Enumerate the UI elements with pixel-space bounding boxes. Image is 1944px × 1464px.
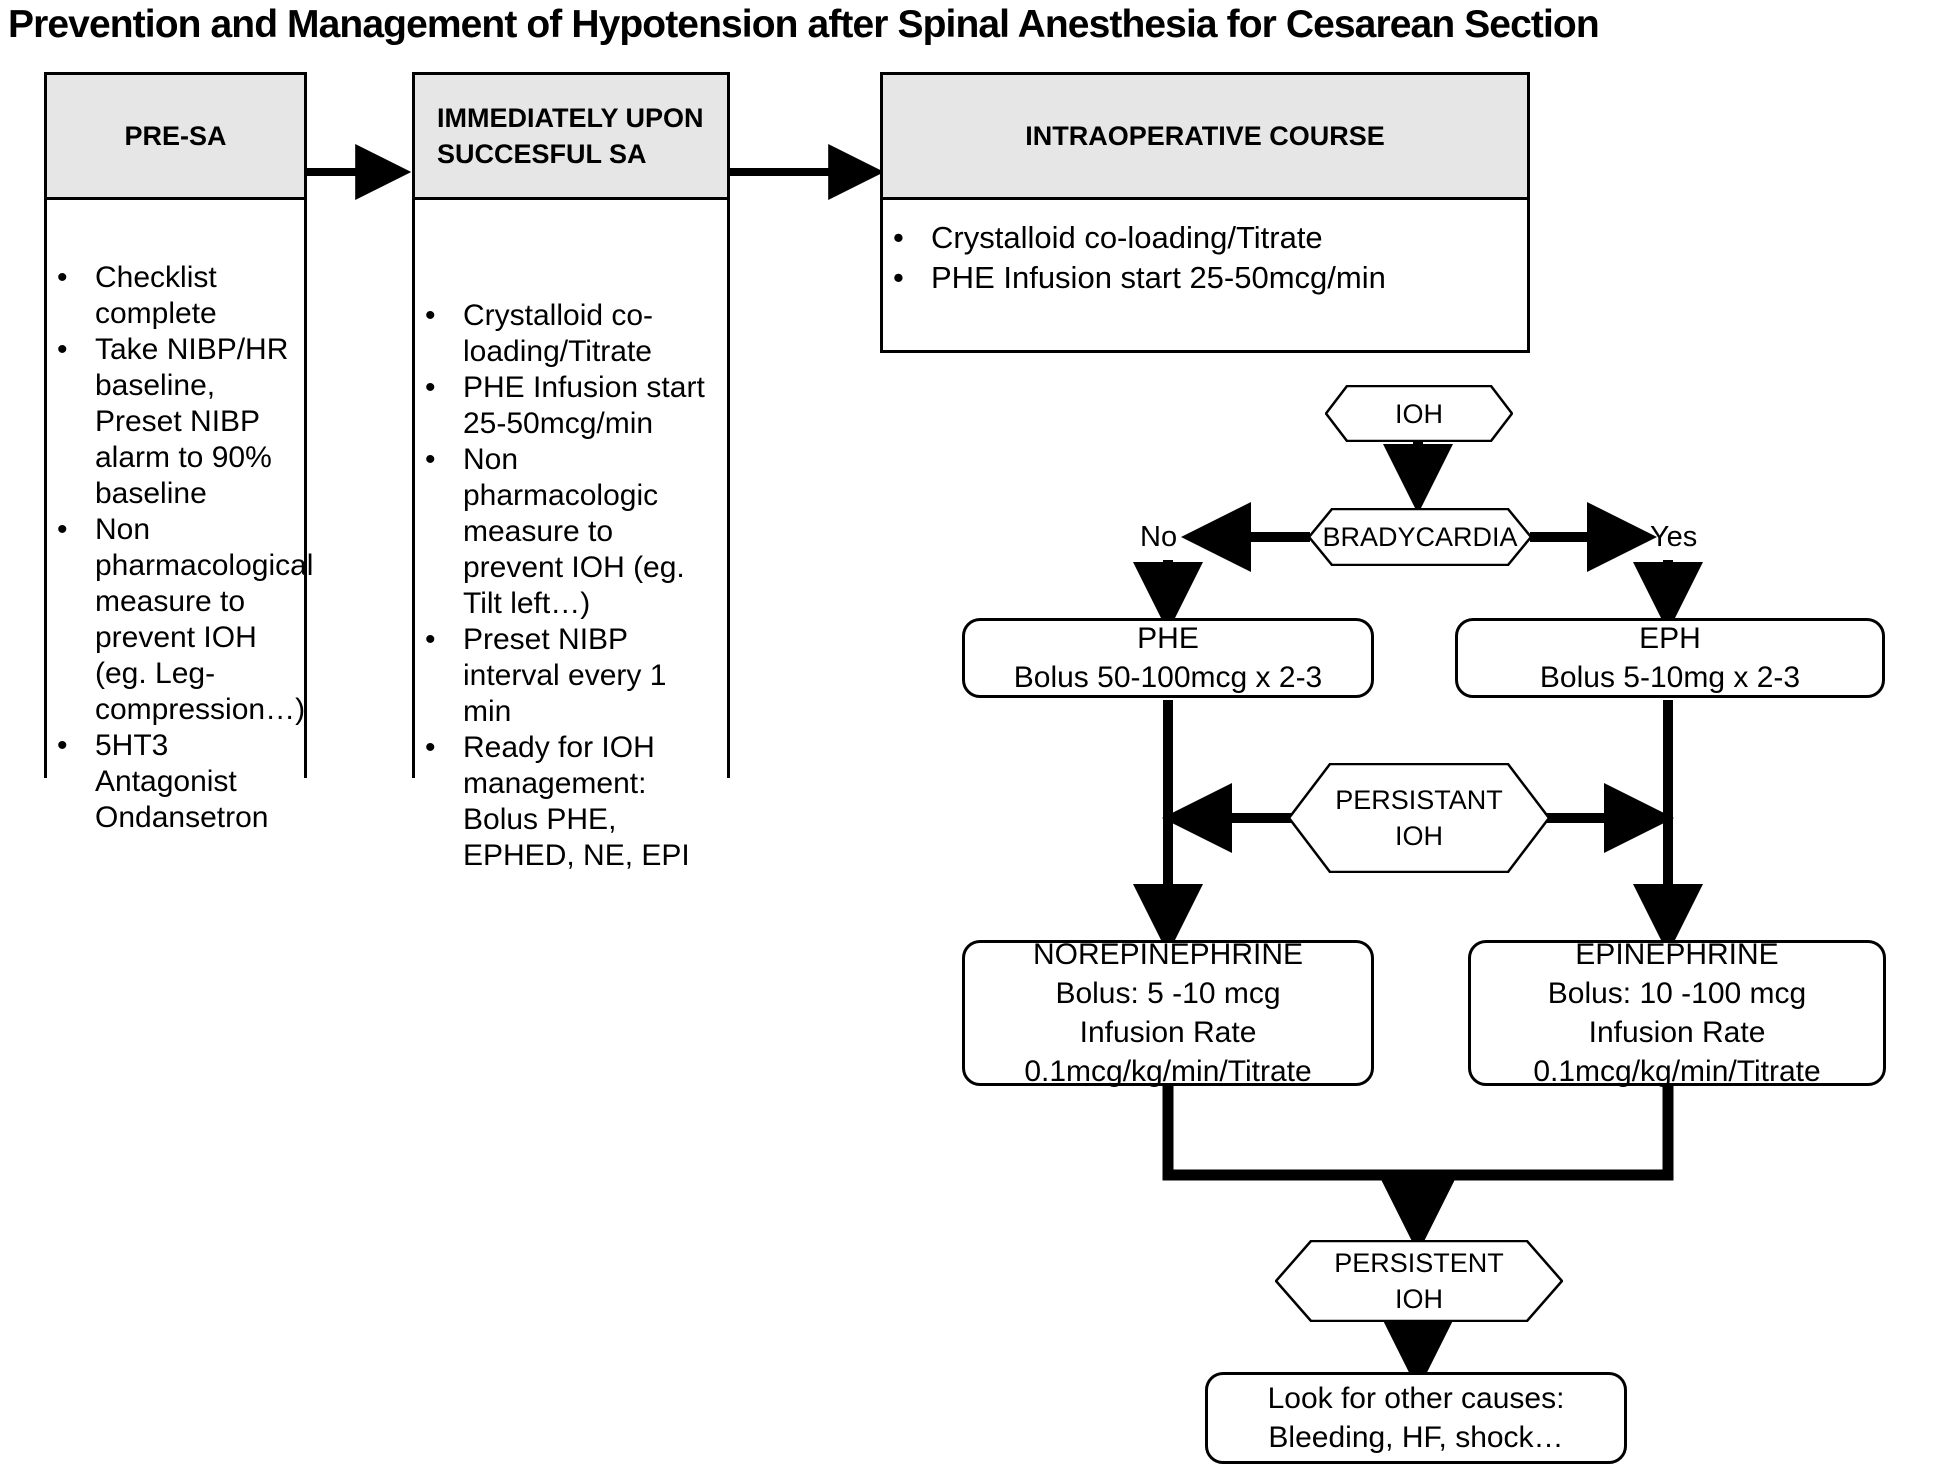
node-persistent-ioh-final: PERSISTENT IOH — [1275, 1240, 1563, 1322]
hexagon-shape — [1325, 385, 1513, 442]
edge-label-yes: Yes — [1650, 521, 1698, 553]
list-item: PHE Infusion start 25-50mcg/min — [415, 370, 719, 442]
list-item: 5HT3 Antagonist Ondansetron — [47, 728, 298, 836]
node-persistant-ioh-line2: IOH — [1394, 821, 1443, 851]
node-eph-line1: EPH — [1639, 622, 1701, 655]
node-epinephrine-line4: 0.1mcg/kg/min/Titrate — [1533, 1055, 1821, 1088]
node-epinephrine-line2: Bolus: 10 -100 mcg — [1547, 977, 1807, 1010]
intraoperative-body: Crystalloid co-loading/Titrate PHE Infus… — [883, 200, 1527, 298]
list-item: Ready for IOH management: Bolus PHE, EPH… — [415, 730, 719, 874]
node-epinephrine: EPINEPHRINE Bolus: 10 -100 mcg Infusion … — [1468, 938, 1886, 1088]
immediately-header: IMMEDIATELY UPON SUCCESFUL SA — [415, 75, 727, 200]
node-phe: PHE Bolus 50-100mcg x 2-3 — [962, 618, 1374, 698]
node-persistant-ioh-line1: PERSISTANT — [1335, 785, 1503, 815]
list-item: Non pharmacologic measure to prevent IOH… — [415, 442, 719, 622]
node-other-causes-line2: Bleeding, HF, shock… — [1268, 1421, 1564, 1454]
node-epinephrine-line3: Infusion Rate — [1588, 1016, 1766, 1049]
node-norepinephrine-line4: 0.1mcg/kg/min/Titrate — [1024, 1055, 1312, 1088]
node-ioh: IOH — [1325, 385, 1513, 442]
list-item: Crystalloid co-loading/Titrate — [415, 298, 719, 370]
node-other-causes-line1: Look for other causes: — [1267, 1382, 1565, 1415]
list-item: Checklist complete — [47, 260, 298, 332]
list-item: PHE Infusion start 25-50mcg/min — [883, 258, 1519, 298]
node-eph-line2: Bolus 5-10mg x 2-3 — [1539, 661, 1801, 694]
node-eph: EPH Bolus 5-10mg x 2-3 — [1455, 618, 1885, 698]
node-ioh-label: IOH — [1394, 398, 1443, 429]
column-immediately-upon-successful-sa: IMMEDIATELY UPON SUCCESFUL SA Crystalloi… — [412, 72, 730, 874]
node-phe-line1: PHE — [1137, 622, 1199, 655]
pre-sa-body: Checklist complete Take NIBP/HR baseline… — [47, 200, 313, 836]
column-intraoperative-course: INTRAOPERATIVE COURSE Crystalloid co-loa… — [880, 72, 1530, 353]
hexagon-shape — [1288, 763, 1550, 873]
list-item: Crystalloid co-loading/Titrate — [883, 218, 1519, 258]
node-norepinephrine-line1: NOREPINEPHRINE — [1032, 938, 1304, 971]
node-norepinephrine-line2: Bolus: 5 -10 mcg — [1055, 977, 1281, 1010]
edge-label-no: No — [1140, 521, 1178, 553]
list-item: Non pharmacological measure to prevent I… — [47, 512, 313, 728]
node-norepinephrine-line3: Infusion Rate — [1079, 1016, 1257, 1049]
list-item: Preset NIBP interval every 1 min — [415, 622, 719, 730]
pre-sa-list: Checklist complete Take NIBP/HR baseline… — [47, 260, 313, 836]
node-persistent-ioh-final-line1: PERSISTENT — [1334, 1248, 1504, 1278]
node-persistent-ioh-final-line2: IOH — [1394, 1284, 1443, 1314]
node-bradycardia-label: BRADYCARDIA — [1322, 522, 1518, 552]
node-phe-line2: Bolus 50-100mcg x 2-3 — [1013, 661, 1323, 694]
immediately-list: Crystalloid co-loading/Titrate PHE Infus… — [415, 298, 719, 874]
node-other-causes: Look for other causes: Bleeding, HF, sho… — [1205, 1372, 1627, 1464]
node-persistant-ioh: PERSISTANT IOH — [1288, 763, 1550, 873]
node-epinephrine-line1: EPINEPHRINE — [1575, 938, 1779, 971]
immediately-body: Crystalloid co-loading/Titrate PHE Infus… — [415, 200, 727, 874]
pre-sa-header: PRE-SA — [47, 75, 304, 200]
page-title: Prevention and Management of Hypotension… — [8, 3, 1600, 46]
intraoperative-header: INTRAOPERATIVE COURSE — [883, 75, 1527, 200]
hexagon-shape — [1275, 1240, 1563, 1322]
node-norepinephrine: NOREPINEPHRINE Bolus: 5 -10 mcg Infusion… — [962, 938, 1374, 1088]
hexagon-shape — [1308, 508, 1532, 566]
list-item: Take NIBP/HR baseline, Preset NIBP alarm… — [47, 332, 298, 512]
column-pre-sa: PRE-SA Checklist complete Take NIBP/HR b… — [44, 72, 313, 836]
node-bradycardia: BRADYCARDIA — [1308, 508, 1532, 566]
intraoperative-list: Crystalloid co-loading/Titrate PHE Infus… — [883, 218, 1519, 298]
